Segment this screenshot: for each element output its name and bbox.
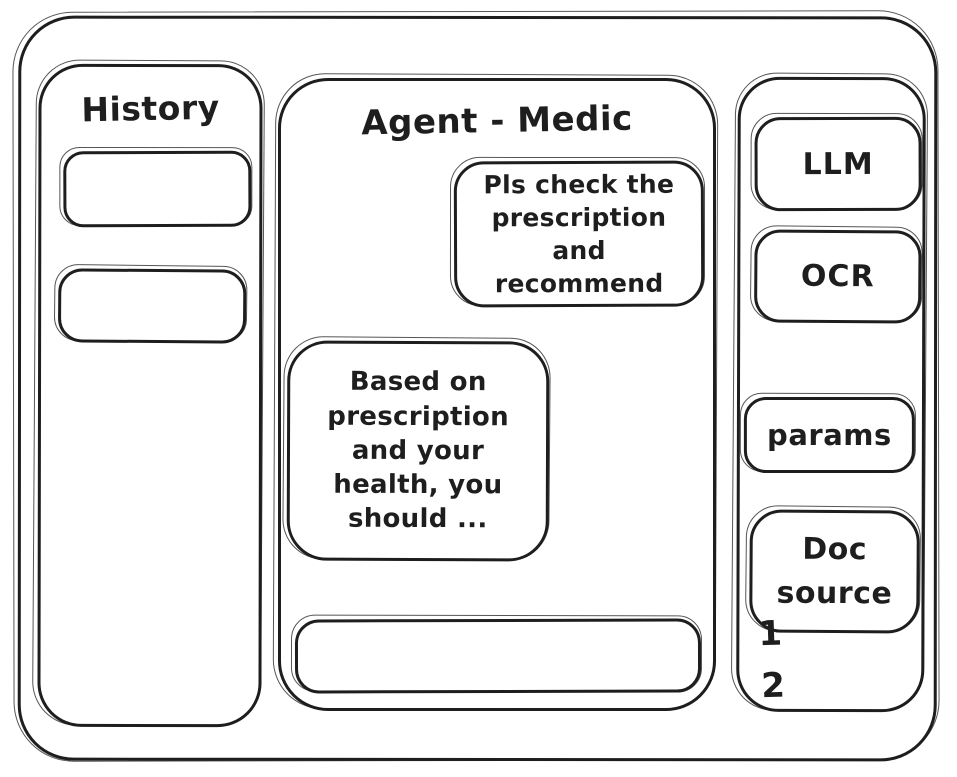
user-message-bubble: Pls check the prescription and recommend	[453, 160, 705, 308]
tools-sidebar: LLM OCR params Doc source 1 2	[736, 76, 926, 713]
history-item[interactable]	[57, 268, 247, 344]
doc-source-marker-2: 2	[760, 665, 786, 707]
chat-panel: Agent - Medic Pls check the prescription…	[278, 78, 716, 711]
doc-source-marker-1: 1	[757, 613, 783, 655]
ocr-button[interactable]: OCR	[753, 229, 922, 324]
chat-title: Agent - Medic	[360, 98, 634, 144]
chat-input-box[interactable]	[294, 618, 702, 694]
llm-button[interactable]: LLM	[754, 116, 922, 212]
history-item[interactable]	[63, 150, 252, 228]
params-button[interactable]: params	[743, 396, 915, 474]
history-title: History	[80, 87, 221, 130]
chat-input[interactable]	[297, 621, 699, 691]
assistant-message-bubble: Based on prescription and your health, y…	[286, 340, 550, 562]
history-sidebar: History	[37, 63, 263, 728]
